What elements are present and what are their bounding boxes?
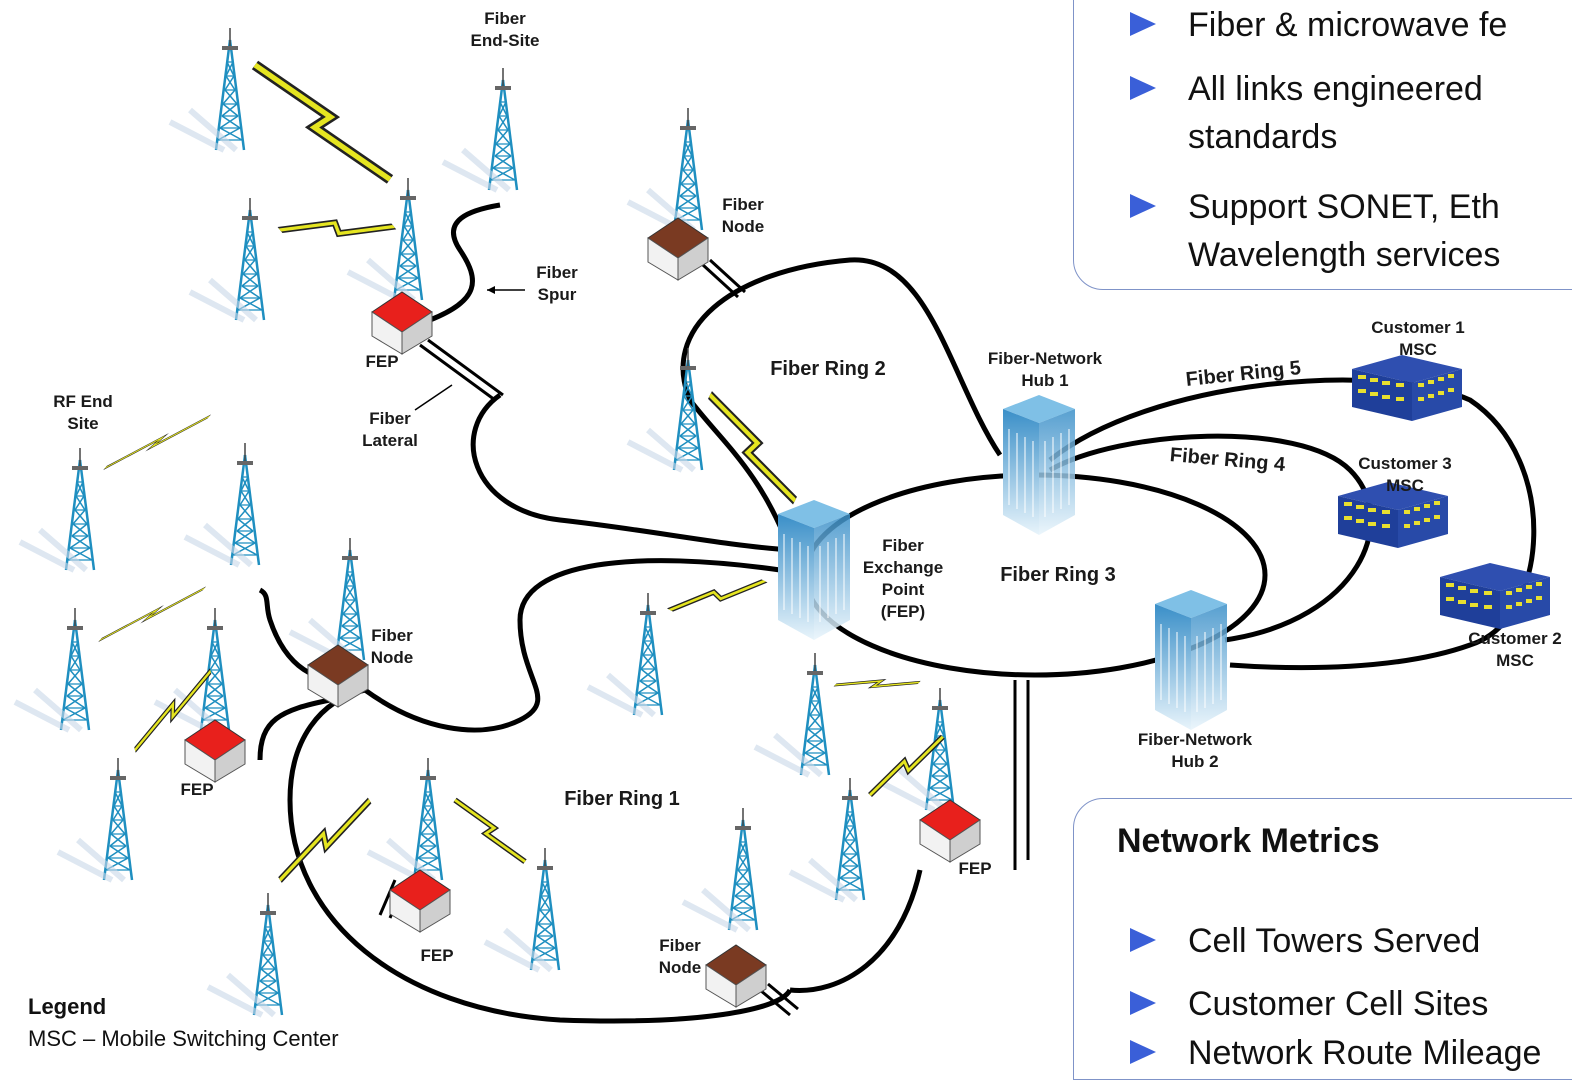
metrics-bullet-text: Customer Cell Sites	[1188, 985, 1489, 1023]
label-fiber-node-left-1: Fiber	[371, 626, 413, 645]
tower-icon	[790, 778, 864, 900]
label-fep-center-2: Exchange	[863, 558, 943, 577]
tower-icon	[348, 178, 422, 300]
bullet-triangle-icon	[1130, 991, 1156, 1015]
label-fep-top: FEP	[365, 352, 398, 371]
label-customer3-1: Customer 3	[1358, 454, 1452, 473]
msc-building-icon	[1350, 353, 1464, 423]
label-ring3: Fiber Ring 3	[1000, 564, 1116, 586]
label-fiber-lateral-2: Lateral	[362, 431, 418, 450]
label-fep-center-3: Point	[882, 580, 925, 599]
label-fiber-spur-2: Spur	[538, 285, 577, 304]
tower-icon	[628, 348, 702, 470]
features-bullet-text-cont: Wavelength services	[1188, 236, 1501, 274]
label-fiber-end-site-2: End-Site	[471, 31, 540, 50]
metrics-panel	[1073, 798, 1572, 1080]
tower-icon	[588, 593, 662, 715]
label-fep-bottom: FEP	[420, 946, 453, 965]
features-bullet-text-cont: standards	[1188, 118, 1338, 156]
bullet-triangle-icon	[1130, 1040, 1156, 1064]
tower-icon	[170, 28, 244, 150]
label-fiber-node-top-2: Node	[722, 217, 765, 236]
label-hub1-2: Hub 1	[1021, 371, 1068, 390]
label-customer1-1: Customer 1	[1371, 318, 1465, 337]
label-fiber-node-bottom-1: Fiber	[659, 936, 701, 955]
legend-entry: MSC – Mobile Switching Center	[28, 1026, 339, 1051]
microwave-bolt-icon	[710, 395, 795, 501]
label-customer3-2: MSC	[1386, 476, 1424, 495]
label-fep-center-4: (FEP)	[881, 602, 925, 621]
label-hub1-1: Fiber-Network	[988, 349, 1103, 368]
tower-icon	[208, 893, 282, 1015]
label-fiber-lateral-1: Fiber	[369, 409, 411, 428]
label-fiber-spur-1: Fiber	[536, 263, 578, 282]
microwave-bolt-icon	[835, 658, 919, 710]
features-bullet-text: Support SONET, Eth	[1188, 188, 1500, 226]
lateral-arrow	[414, 384, 453, 411]
label-hub2-2: Hub 2	[1171, 752, 1218, 771]
metrics-bullet-text: Cell Towers Served	[1188, 922, 1481, 960]
fep-house-icon	[371, 291, 433, 355]
tower-icon	[683, 808, 757, 930]
tower-icon	[880, 688, 954, 810]
label-ring2: Fiber Ring 2	[770, 358, 886, 380]
label-fep-center-1: Fiber	[882, 536, 924, 555]
microwave-bolt-icon	[105, 402, 209, 482]
label-fiber-node-left-2: Node	[371, 648, 414, 667]
tower-icon	[190, 198, 264, 320]
fiber-node-house-icon	[705, 944, 767, 1008]
tower-icon	[628, 108, 702, 230]
tower-icon	[443, 68, 517, 190]
fep-house-icon	[184, 719, 246, 783]
tower-icon	[368, 758, 442, 880]
microwave-bolt-icon	[455, 800, 525, 862]
label-fiber-node-bottom-2: Node	[659, 958, 702, 977]
tower-icon	[755, 653, 829, 775]
microwave-bolt-icon	[100, 574, 204, 654]
tower-icon	[485, 848, 559, 970]
microwave-bolt-icon	[670, 566, 764, 626]
label-customer2-1: Customer 2	[1468, 629, 1562, 648]
label-customer2-2: MSC	[1496, 651, 1534, 670]
features-bullet-text: All links engineered	[1188, 70, 1483, 108]
fiber-laterals	[378, 258, 1030, 1017]
legend-title: Legend	[28, 994, 107, 1019]
features-panel	[1073, 0, 1572, 290]
bullet-triangle-icon	[1130, 76, 1156, 100]
label-fep-left: FEP	[180, 780, 213, 799]
label-rf-end-site-2: Site	[67, 414, 98, 433]
msc-building-icon	[1438, 561, 1552, 631]
fiber-exchange-building-icon	[777, 499, 851, 641]
spur-arrowhead	[487, 286, 495, 294]
hub-building-icon	[1154, 589, 1228, 731]
features-bullet-text: Fiber & microwave fe	[1188, 6, 1508, 44]
tower-icon	[58, 758, 132, 880]
label-customer1-2: MSC	[1399, 340, 1437, 359]
label-hub2-1: Fiber-Network	[1138, 730, 1253, 749]
label-fiber-node-top-1: Fiber	[722, 195, 764, 214]
network-diagram: Fiber End-Site Fiber Node Fiber Spur FEP…	[0, 9, 1562, 1024]
label-fep-right: FEP	[958, 859, 991, 878]
tower-icon	[185, 443, 259, 565]
label-rf-end-site-1: RF End	[53, 392, 113, 411]
metrics-title: Network Metrics	[1117, 822, 1380, 860]
tower-icon	[15, 608, 89, 730]
bullet-triangle-icon	[1130, 12, 1156, 36]
bullet-triangle-icon	[1130, 194, 1156, 218]
metrics-bullet-text: Network Route Mileage	[1188, 1034, 1542, 1072]
label-ring4: Fiber Ring 4	[1169, 444, 1287, 476]
label-fiber-end-site-1: Fiber	[484, 9, 526, 28]
microwave-bolt-icon	[255, 65, 390, 179]
label-ring1: Fiber Ring 1	[564, 788, 680, 810]
hub-building-icon	[1002, 394, 1076, 536]
tower-icon	[290, 538, 364, 660]
fiber-node-house-icon	[647, 217, 709, 281]
tower-icon	[20, 448, 94, 570]
bullet-triangle-icon	[1130, 928, 1156, 952]
microwave-bolt-icon	[280, 178, 394, 278]
fiber-node-house-icon	[307, 644, 369, 708]
